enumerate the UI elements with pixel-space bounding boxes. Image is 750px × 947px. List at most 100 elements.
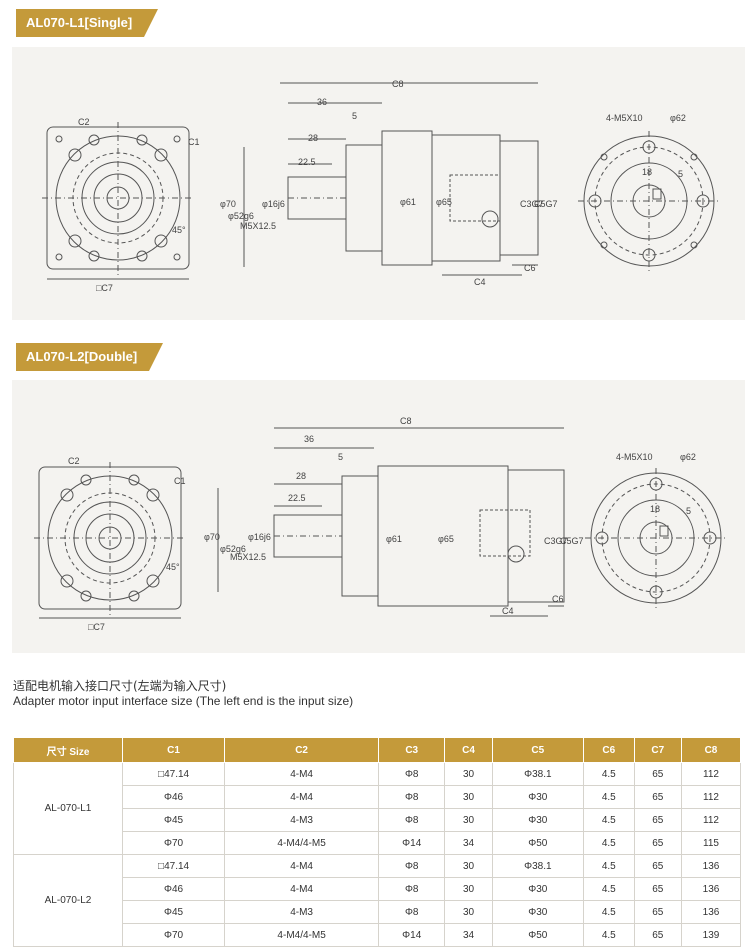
label-d65: φ65 xyxy=(436,197,452,207)
table-cell: 136 xyxy=(680,900,742,924)
table-cell: 34 xyxy=(444,923,493,947)
spec-table: 尺寸 Size C1 C2 C3 C4 C5 C6 C7 C8 AL-070-L… xyxy=(13,737,742,947)
table-row: Φ46 4-M4 Φ8 30 Φ30 4.5 65 112 xyxy=(14,785,742,809)
table-cell: Φ8 xyxy=(378,762,446,786)
table-cell: 4-M4 xyxy=(224,762,380,786)
table-cell: Φ8 xyxy=(378,785,446,809)
label-d62: φ62 xyxy=(680,452,696,462)
table-cell: Φ45 xyxy=(121,900,226,924)
label-d52: φ52g6 xyxy=(228,211,254,221)
label-c3: C3G7 xyxy=(520,199,544,209)
table-cell: □47.14 xyxy=(121,854,226,878)
technical-drawing-double: C2 C1 45° □C7 C8 36 5 28 22.5 φ70 φ52g6 … xyxy=(34,416,727,632)
table-cell: Φ46 xyxy=(121,877,226,901)
label-22-5: 22.5 xyxy=(288,493,306,503)
label-5: 5 xyxy=(352,111,357,121)
table-cell: 65 xyxy=(633,785,682,809)
table-cell: Φ30 xyxy=(491,900,584,924)
table-cell: 4.5 xyxy=(582,877,635,901)
header-c3: C3 xyxy=(378,737,446,763)
table-cell: 30 xyxy=(444,877,493,901)
table-cell: Φ46 xyxy=(121,785,226,809)
table-cell: 65 xyxy=(633,762,682,786)
table-cell: Φ14 xyxy=(378,923,446,947)
table-cell: 4-M4/4-M5 xyxy=(224,923,380,947)
table-cell: Φ50 xyxy=(491,831,584,855)
header-c7: C7 xyxy=(633,737,682,763)
header-c8: C8 xyxy=(680,737,742,763)
label-36: 36 xyxy=(304,434,314,444)
table-cell: Φ45 xyxy=(121,808,226,832)
caption-english: Adapter motor input interface size (The … xyxy=(13,694,354,708)
label-angle: 45° xyxy=(166,562,180,572)
label-d61: φ61 xyxy=(400,197,416,207)
label-d70: φ70 xyxy=(220,199,236,209)
table-cell: 4-M4 xyxy=(224,785,380,809)
label-c1: C1 xyxy=(174,476,186,486)
header-c1: C1 xyxy=(121,737,226,763)
table-cell: 65 xyxy=(633,900,682,924)
label-d61: φ61 xyxy=(386,534,402,544)
table-cell: 4.5 xyxy=(582,762,635,786)
header-c4: C4 xyxy=(444,737,493,763)
table-cell: 4-M3 xyxy=(224,900,380,924)
table-cell: 4-M4 xyxy=(224,854,380,878)
table-cell: 4.5 xyxy=(582,923,635,947)
table-cell: 4-M3 xyxy=(224,808,380,832)
table-cell: 65 xyxy=(633,877,682,901)
caption-chinese: 适配电机输入接口尺寸(左端为输入尺寸) xyxy=(13,679,227,693)
label-d16: φ16j6 xyxy=(248,532,271,542)
table-cell: 4.5 xyxy=(582,831,635,855)
table-cell: 4.5 xyxy=(582,900,635,924)
table-cell: 30 xyxy=(444,900,493,924)
table-cell: 65 xyxy=(633,831,682,855)
label-c6: C6 xyxy=(552,594,564,604)
table-cell: 30 xyxy=(444,808,493,832)
table-cell: 34 xyxy=(444,831,493,855)
label-c8: C8 xyxy=(400,416,412,426)
header-c2: C2 xyxy=(224,737,380,763)
label-d52: φ52g6 xyxy=(220,544,246,554)
table-cell: 30 xyxy=(444,785,493,809)
label-c6: C6 xyxy=(524,263,536,273)
label-18: 18 xyxy=(650,504,660,514)
table-cell: Φ30 xyxy=(491,785,584,809)
label-d16: φ16j6 xyxy=(262,199,285,209)
table-row: Φ45 4-M3 Φ8 30 Φ30 4.5 65 136 xyxy=(14,900,742,924)
table-cell: 4-M4/4-M5 xyxy=(224,831,380,855)
table-row: Φ70 4-M4/4-M5 Φ14 34 Φ50 4.5 65 115 xyxy=(14,831,742,855)
technical-drawing-single: C2 C1 45° □C7 C8 36 5 28 22.5 φ70 φ52g6 … xyxy=(42,79,720,293)
table-row: Φ45 4-M3 Φ8 30 Φ30 4.5 65 112 xyxy=(14,808,742,832)
label-c4: C4 xyxy=(502,606,514,616)
table-row: Φ46 4-M4 Φ8 30 Φ30 4.5 65 136 xyxy=(14,877,742,901)
label-k5: 5 xyxy=(678,169,683,179)
table-cell: 4.5 xyxy=(582,854,635,878)
table-cell: Φ30 xyxy=(491,877,584,901)
label-holes: 4-M5X10 xyxy=(616,452,653,462)
label-m5: M5X12.5 xyxy=(240,221,276,231)
header-c6: C6 xyxy=(582,737,635,763)
label-holes: 4-M5X10 xyxy=(606,113,643,123)
table-cell: 136 xyxy=(680,854,742,878)
table-cell: Φ8 xyxy=(378,900,446,924)
table-cell: Φ38.1 xyxy=(491,854,584,878)
label-18: 18 xyxy=(642,167,652,177)
label-d70: φ70 xyxy=(204,532,220,542)
header-size: 尺寸 Size xyxy=(13,737,123,763)
label-5: 5 xyxy=(338,452,343,462)
label-c5: C5G7 xyxy=(534,199,558,209)
table-cell: 112 xyxy=(680,808,742,832)
label-c4: C4 xyxy=(474,277,486,287)
table-cell: 112 xyxy=(680,785,742,809)
table-cell: 136 xyxy=(680,877,742,901)
label-c8: C8 xyxy=(392,79,404,89)
table-cell: 65 xyxy=(633,923,682,947)
label-36: 36 xyxy=(317,97,327,107)
section-title-double: AL070-L2[Double] xyxy=(16,343,164,371)
table-cell: 115 xyxy=(680,831,742,855)
label-c7: □C7 xyxy=(88,622,105,632)
table-row: Φ70 4-M4/4-M5 Φ14 34 Φ50 4.5 65 139 xyxy=(14,923,742,947)
table-cell: 30 xyxy=(444,762,493,786)
table-cell: 4-M4 xyxy=(224,877,380,901)
section-title-single: AL070-L1[Single] xyxy=(16,9,159,37)
